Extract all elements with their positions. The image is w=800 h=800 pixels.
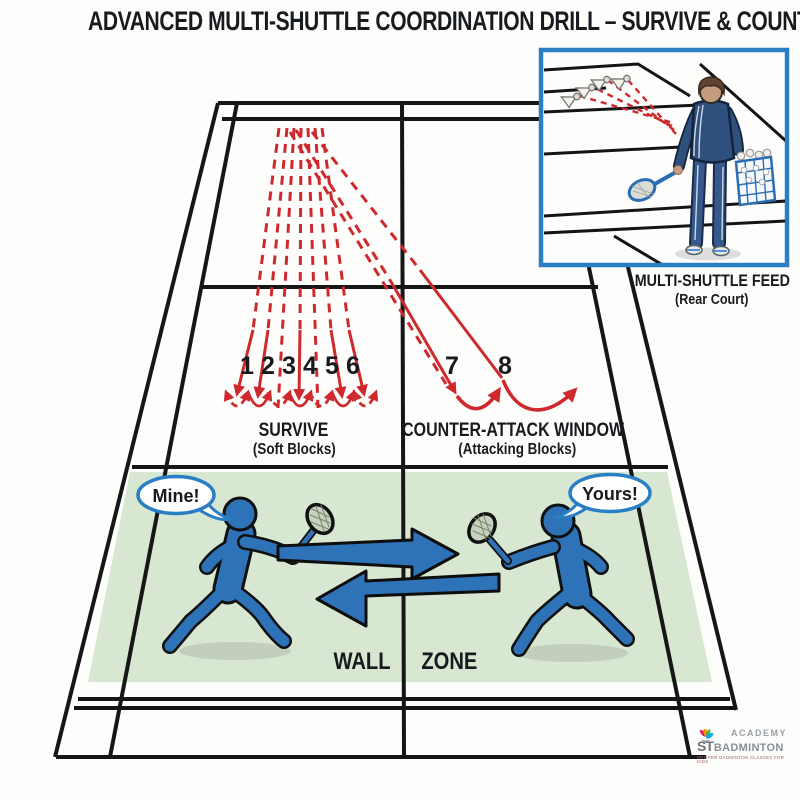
survive-sublabel: (Soft Blocks)	[252, 441, 336, 458]
seq-7: 7	[445, 352, 459, 380]
seq-4: 4	[303, 352, 317, 380]
callout-mine: Mine!	[153, 486, 200, 506]
speech-bubble-yours: Yours!	[551, 472, 652, 519]
survive-label: SURVIVE	[259, 420, 329, 441]
right-player-figure	[467, 503, 635, 657]
inset-caption: MULTI-SHUTTLE FEED	[634, 271, 790, 290]
feed-inset	[538, 47, 790, 268]
logo-shuttle-icon	[699, 729, 714, 742]
left-inner-sideline	[108, 102, 239, 758]
left-player-shadow	[179, 642, 291, 660]
logo-academy-text: ACADEMY	[731, 728, 788, 738]
inset-subcaption: (Rear Court)	[675, 291, 749, 308]
shuttle-basket	[734, 148, 777, 207]
seq-2: 2	[261, 352, 275, 380]
seq-6: 6	[346, 352, 360, 380]
arrow-left	[315, 569, 501, 628]
flying-shuttles	[559, 74, 631, 109]
logo-st-text: ST	[697, 738, 714, 754]
coach-hair	[698, 76, 725, 97]
seq-3: 3	[282, 352, 296, 380]
seq-8: 8	[498, 352, 512, 380]
arrow-right	[276, 527, 460, 581]
center-line	[400, 102, 406, 758]
diagram-title: ADVANCED MULTI-SHUTTLE COORDINATION DRIL…	[88, 6, 800, 36]
sequence-numbers: 1 2 3 4 5 6 7 8	[240, 352, 512, 380]
counter-attack-label: COUNTER-ATTACK WINDOW	[402, 420, 624, 441]
academy-logo: ACADEMY ST BADMINTON PROPER BADMINTON CL…	[697, 729, 797, 765]
coach-figure	[627, 76, 744, 257]
seq-5: 5	[325, 352, 339, 380]
speech-bubble-mine: Mine!	[136, 474, 236, 521]
logo-tagline: PROPER BADMINTON CLASSES FOR KIDS	[697, 754, 785, 765]
coach-racket-icon	[627, 170, 677, 202]
soft-block-bounces	[223, 389, 379, 408]
left-outer-sideline	[53, 102, 220, 758]
right-racket-icon	[467, 512, 512, 565]
wall-zone-label: WALL ZONE	[333, 648, 477, 675]
counter-attack-sublabel: (Attacking Blocks)	[458, 441, 576, 458]
exchange-arrows	[276, 527, 501, 628]
seq-1: 1	[240, 352, 254, 380]
feed-trajectories	[223, 127, 578, 412]
callout-yours: Yours!	[582, 484, 638, 504]
logo-badminton-text: BADMINTON	[713, 742, 784, 754]
right-player-shadow	[516, 644, 628, 662]
